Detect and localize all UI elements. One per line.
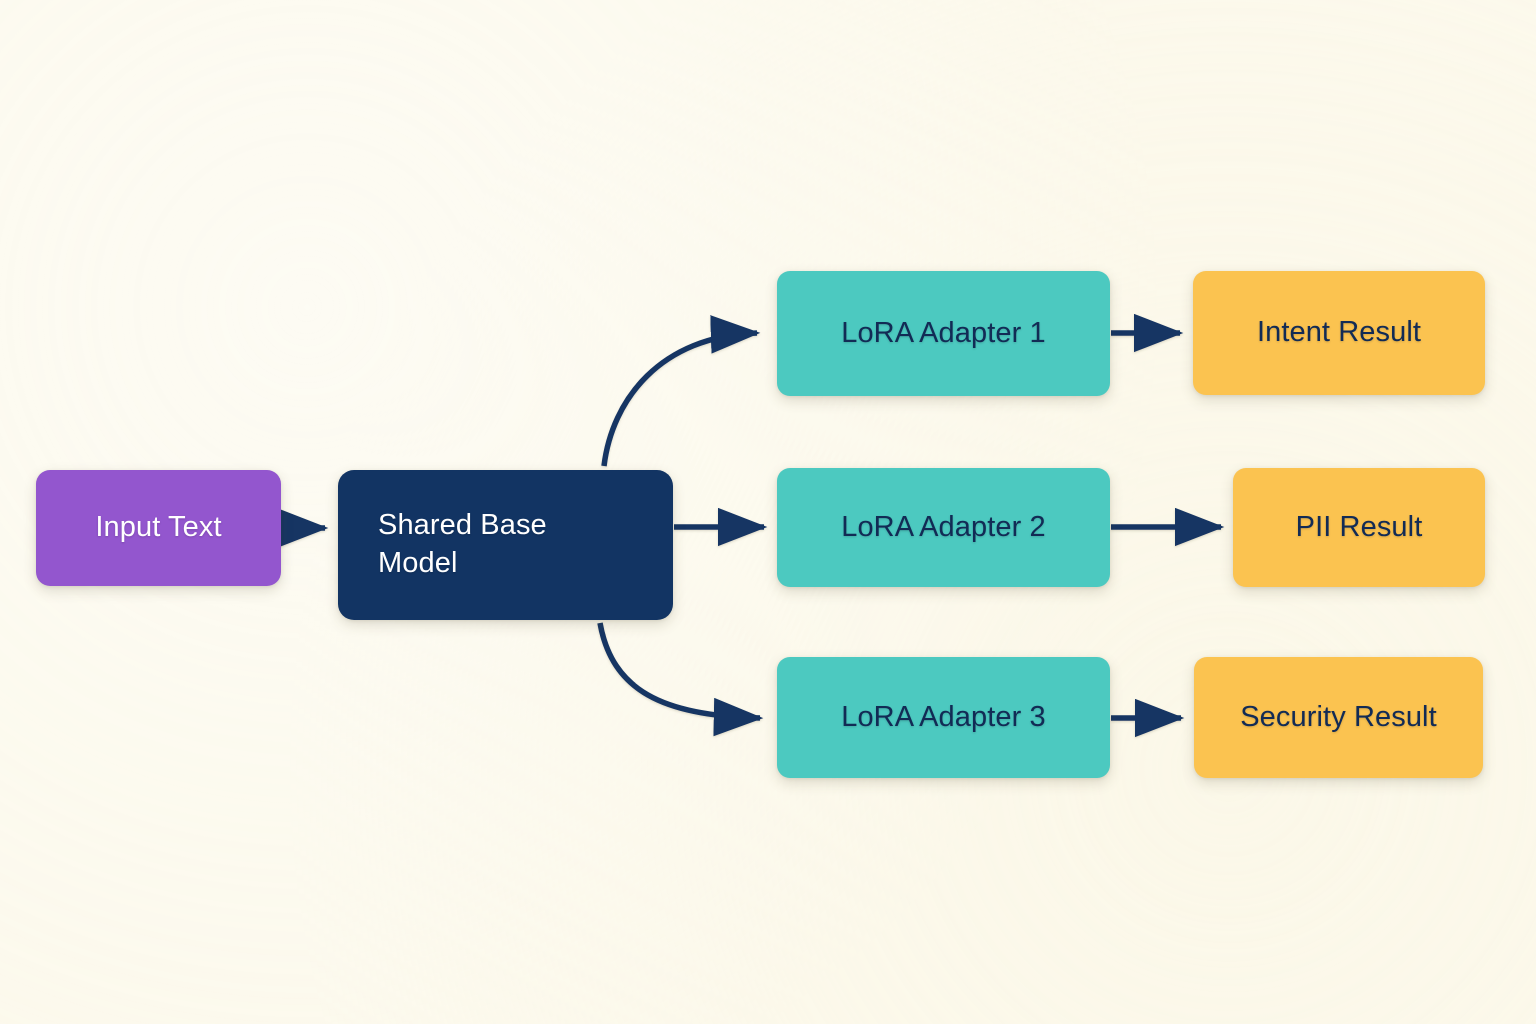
node-pii-result[interactable]: PII Result <box>1233 468 1485 587</box>
node-shared-base-model-label: Shared Base Model <box>378 509 547 579</box>
node-lora-adapter-1-label: LoRA Adapter 1 <box>841 316 1046 349</box>
edge-base-to-adapter3 <box>597 622 764 737</box>
node-security-result-label: Security Result <box>1240 700 1437 733</box>
node-lora-adapter-1[interactable]: LoRA Adapter 1 <box>777 271 1110 396</box>
node-lora-adapter-2-label: LoRA Adapter 2 <box>841 510 1046 543</box>
node-lora-adapter-3-label: LoRA Adapter 3 <box>841 700 1046 733</box>
node-intent-result-label: Intent Result <box>1256 316 1422 349</box>
edge-base-to-adapter1 <box>601 315 761 467</box>
node-lora-adapter-2[interactable]: LoRA Adapter 2 <box>777 468 1110 587</box>
node-input-text[interactable]: Input Text <box>36 470 281 586</box>
node-lora-adapter-3[interactable]: LoRA Adapter 3 <box>777 657 1110 778</box>
node-shared-base-model[interactable]: Shared Base Model <box>338 470 673 620</box>
node-security-result[interactable]: Security Result <box>1194 657 1483 778</box>
node-input-text-label: Input Text <box>95 511 222 544</box>
node-pii-result-label: PII Result <box>1295 510 1423 543</box>
node-intent-result[interactable]: Intent Result <box>1193 271 1485 395</box>
